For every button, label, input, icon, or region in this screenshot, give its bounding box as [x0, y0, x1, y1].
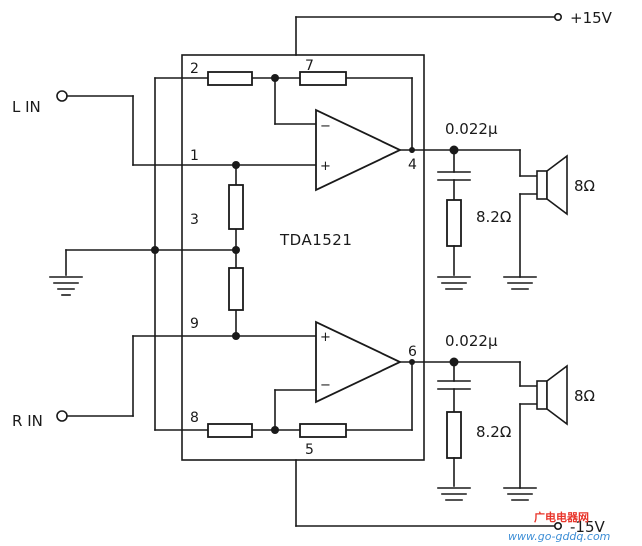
positive-supply-label: +15V	[570, 9, 613, 27]
right-input-line	[56, 335, 317, 422]
left-input-line	[56, 90, 317, 166]
pin-9-label: 9	[190, 316, 199, 332]
lower-speaker-label: 8Ω	[574, 387, 595, 405]
zobel-resistor-lower	[446, 411, 462, 459]
resistor-pin5	[299, 423, 347, 438]
resistor-pin2	[207, 71, 253, 86]
lower-opamp-plus-sign: +	[320, 330, 331, 345]
negative-supply-label: -15V	[570, 518, 605, 536]
ground-reference-line	[49, 246, 237, 296]
pin-8-label: 8	[190, 410, 199, 426]
bias-resistor-lower	[228, 267, 244, 311]
ic-name-label: TDA1521	[279, 231, 352, 249]
watermark-url: www.go-gddq.com	[508, 530, 610, 543]
pin-3-label: 3	[190, 212, 199, 228]
lower-opamp-minus-sign: −	[320, 378, 331, 393]
pin-7-label: 7	[305, 58, 314, 74]
bias-resistor-upper	[228, 184, 244, 230]
positive-supply-rail	[295, 13, 562, 56]
resistor-pin8	[207, 423, 253, 438]
pin-1-label: 1	[190, 148, 199, 164]
zobel-resistor-upper	[446, 199, 462, 247]
upper-opamp	[315, 108, 403, 192]
pin-4-label: 4	[408, 157, 417, 173]
lower-resistor-value-label: 8.2Ω	[476, 423, 511, 441]
left-input-label: L IN	[12, 98, 41, 116]
ic-package-outline	[181, 54, 425, 461]
lower-opamp	[315, 320, 403, 404]
upper-opamp-plus-sign: +	[320, 159, 331, 174]
negative-supply-rail	[295, 459, 562, 530]
lower-feedback-network	[207, 361, 413, 438]
pin-2-label: 2	[190, 61, 199, 77]
lower-output-stage	[399, 357, 538, 501]
speaker-lower-icon	[536, 364, 568, 426]
upper-resistor-value-label: 8.2Ω	[476, 208, 511, 226]
right-input-label: R IN	[12, 412, 43, 430]
upper-speaker-label: 8Ω	[574, 177, 595, 195]
upper-capacitor-label: 0.022μ	[445, 120, 498, 138]
speaker-upper-icon	[536, 154, 568, 216]
upper-feedback-network	[207, 71, 413, 153]
pin-6-label: 6	[408, 344, 417, 360]
lower-capacitor-label: 0.022μ	[445, 332, 498, 350]
upper-opamp-minus-sign: −	[320, 119, 331, 134]
pin-5-label: 5	[305, 442, 314, 458]
resistor-pin7	[299, 71, 347, 86]
watermark-chinese: 广电电器网	[534, 510, 589, 524]
bias-divider	[228, 161, 244, 340]
upper-output-stage	[399, 145, 538, 290]
